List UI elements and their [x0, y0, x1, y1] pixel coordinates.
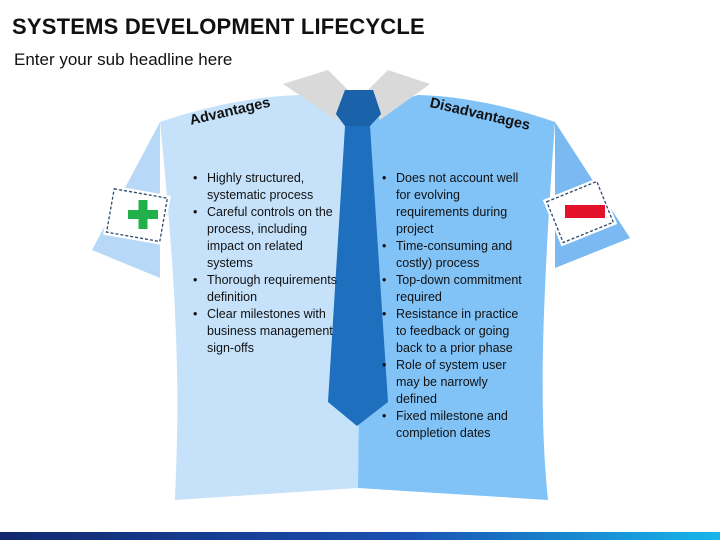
advantages-list: Highly structured, systematic process Ca… — [193, 170, 339, 357]
minus-icon — [565, 205, 605, 218]
footer-bar — [0, 532, 720, 540]
disadvantage-item: Role of system user may be narrowly defi… — [382, 357, 528, 408]
advantage-item: Thorough requirements definition — [193, 272, 339, 306]
disadvantages-list: Does not account well for evolving requi… — [382, 170, 528, 442]
advantage-item: Careful controls on the process, includi… — [193, 204, 339, 272]
disadvantage-item: Time-consuming and costly) process — [382, 238, 528, 272]
disadvantage-item: Does not account well for evolving requi… — [382, 170, 528, 238]
tie — [328, 90, 388, 426]
advantage-item: Highly structured, systematic process — [193, 170, 339, 204]
collar-left — [283, 70, 350, 120]
disadvantage-item: Top-down commitment required — [382, 272, 528, 306]
tie-knot — [336, 90, 381, 126]
collar-right — [366, 70, 430, 120]
plus-icon — [128, 200, 158, 229]
disadvantage-item: Resistance in practice to feedback or go… — [382, 306, 528, 357]
page-subtitle: Enter your sub headline here — [14, 50, 233, 69]
page-title: SYSTEMS DEVELOPMENT LIFECYCLE — [12, 14, 425, 39]
advantage-item: Clear milestones with business managemen… — [193, 306, 339, 357]
disadvantage-item: Fixed milestone and completion dates — [382, 408, 528, 442]
